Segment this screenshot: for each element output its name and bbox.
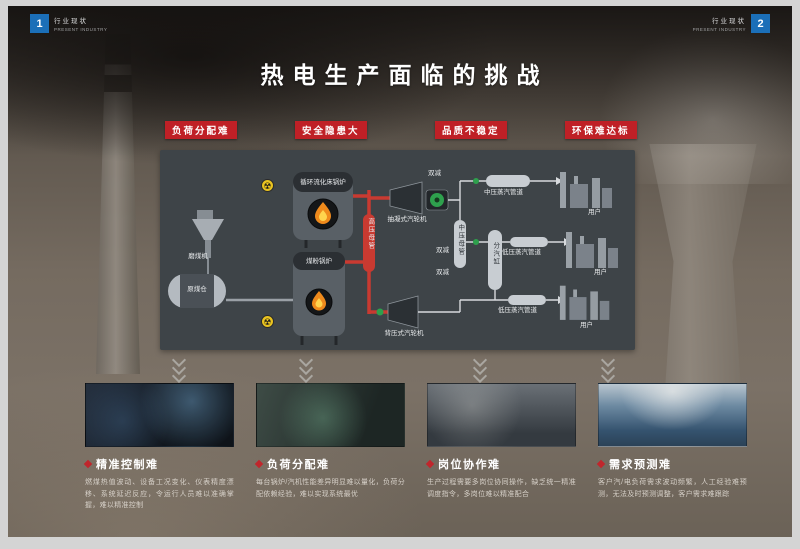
diamond-bullet-icon <box>83 459 93 469</box>
label-user: 用户 <box>594 269 607 276</box>
page-tab-text: 行业现状 PRESENT INDUSTRY <box>693 14 746 33</box>
diamond-bullet-icon <box>596 459 606 469</box>
card-body: 燃煤热值波动、设备工况变化、仪表精度漂移、系统延迟反应，令运行人员难以准确掌握，… <box>85 479 234 510</box>
page-title: 热电生产面临的挑战 <box>260 62 549 88</box>
card-demand-forecast: 需求预测难 客户汽/电负荷需求波动频繁，人工经验难预测，无法及时预测调整，客户需… <box>596 383 747 512</box>
diamond-bullet-icon <box>425 459 435 469</box>
pipe-capsules <box>454 175 548 305</box>
section-title: 行业现状 <box>712 18 746 25</box>
page-tab-right: 行业现状 PRESENT INDUSTRY 2 <box>693 14 770 33</box>
label-lp-steam-pipe: 低压蒸汽管道 <box>502 249 541 256</box>
photo-turbine-hall <box>256 383 405 447</box>
down-chevrons <box>298 352 314 384</box>
label-user: 用户 <box>580 322 593 329</box>
card-precise-control: 精准控制难 燃煤热值波动、设备工况变化、仪表精度漂移、系统延迟反应，令运行人员难… <box>83 383 234 512</box>
diamond-bullet-icon <box>254 459 264 469</box>
badge-quality-unstable: 品质不稳定 <box>435 121 507 139</box>
card-title-row: 负荷分配难 <box>254 456 405 472</box>
photo-power-plant <box>598 383 747 447</box>
section-title: 行业现状 <box>54 18 88 25</box>
label-reduce-valve: 双减 <box>436 269 449 276</box>
label-mp-header: 中压母管 <box>456 224 464 256</box>
label-turbine-bottom: 背压式汽轮机 <box>384 330 424 337</box>
card-body: 客户汽/电负荷需求波动频繁，人工经验难预测，无法及时预测调整，客户需求难跟踪 <box>598 479 747 498</box>
card-title: 精准控制难 <box>96 459 159 471</box>
radiation-icon: ☢ <box>261 179 274 192</box>
card-body: 每台锅炉/汽机性能差异明显难以量化，负荷分配依赖经验，难以实现系统最优 <box>256 479 405 498</box>
steam-lines <box>418 177 571 313</box>
card-title: 需求预测难 <box>609 459 672 471</box>
label-reduce-valve: 双减 <box>436 247 449 254</box>
down-chevrons <box>600 352 616 384</box>
label-coal-bunker: 原煤仓 <box>187 286 207 293</box>
card-title-row: 精准控制难 <box>83 456 234 472</box>
label-pc-boiler: 煤粉锅炉 <box>306 258 332 265</box>
user-factory-icon <box>559 285 610 320</box>
card-collaboration: 岗位协作难 生产过程需要多岗位协同操作，缺乏统一精准调度指令，多岗位难以精准配合 <box>425 383 576 512</box>
card-body: 生产过程需要多岗位协同操作，缺乏统一精准调度指令，多岗位难以精准配合 <box>427 479 576 498</box>
label-mp-steam-pipe: 中压蒸汽管道 <box>484 189 523 196</box>
photo-plant-workers <box>427 383 576 447</box>
badge-environment-standard: 环保难达标 <box>565 121 637 139</box>
label-cfb-boiler: 循环流化床锅炉 <box>300 179 346 186</box>
back-pressure-turbine <box>376 295 419 329</box>
photo-control-room <box>85 383 234 447</box>
label-lp-steam-pipe: 低压蒸汽管道 <box>498 307 537 314</box>
process-diagram-panel: ☢ ☢ 循环流化床锅炉 煤粉锅炉 磨煤机 原煤仓 高压母管 中压母管 分汽缸 抽… <box>160 150 635 350</box>
pulverized-coal-boiler <box>293 252 345 345</box>
badge-safety-risk: 安全隐患大 <box>295 121 367 139</box>
hp-steam-pipes <box>345 190 390 314</box>
section-subtitle: PRESENT INDUSTRY <box>692 27 746 32</box>
badge-load-distribution: 负荷分配难 <box>165 121 237 139</box>
radiation-icon: ☢ <box>261 315 274 328</box>
label-reduce-valve: 双减 <box>428 170 441 177</box>
card-title: 负荷分配难 <box>267 459 330 471</box>
down-chevrons <box>171 352 187 384</box>
label-user: 用户 <box>588 209 601 216</box>
card-title-row: 需求预测难 <box>596 456 747 472</box>
label-turbine-top: 抽凝式汽轮机 <box>387 216 427 223</box>
extraction-condensing-turbine <box>389 181 449 215</box>
card-title-row: 岗位协作难 <box>425 456 576 472</box>
coal-mill-group <box>168 210 293 308</box>
challenge-cards: 精准控制难 燃煤热值波动、设备工况变化、仪表精度漂移、系统延迟反应，令运行人员难… <box>83 383 747 512</box>
label-steam-distributor: 分汽缸 <box>491 242 499 266</box>
page-number-badge: 1 <box>30 14 49 33</box>
card-load-distribution: 负荷分配难 每台锅炉/汽机性能差异明显难以量化，负荷分配依赖经验，难以实现系统最… <box>254 383 405 512</box>
card-title: 岗位协作难 <box>438 459 501 471</box>
user-factory-icon <box>566 232 618 268</box>
cooling-tower-silhouette <box>649 144 757 424</box>
section-subtitle: PRESENT INDUSTRY <box>54 27 108 32</box>
page-tab-left: 1 行业现状 PRESENT INDUSTRY <box>30 14 107 33</box>
user-factory-icon <box>560 172 612 208</box>
slide: 1 行业现状 PRESENT INDUSTRY 行业现状 PRESENT IND… <box>8 6 792 537</box>
process-diagram <box>168 172 618 345</box>
page-number-badge: 2 <box>751 14 770 33</box>
label-hp-header: 高压母管 <box>366 218 374 250</box>
cfb-boiler <box>293 172 353 248</box>
label-coal-mill: 磨煤机 <box>188 253 208 260</box>
page-tab-text: 行业现状 PRESENT INDUSTRY <box>54 14 107 33</box>
down-chevrons <box>472 352 488 384</box>
